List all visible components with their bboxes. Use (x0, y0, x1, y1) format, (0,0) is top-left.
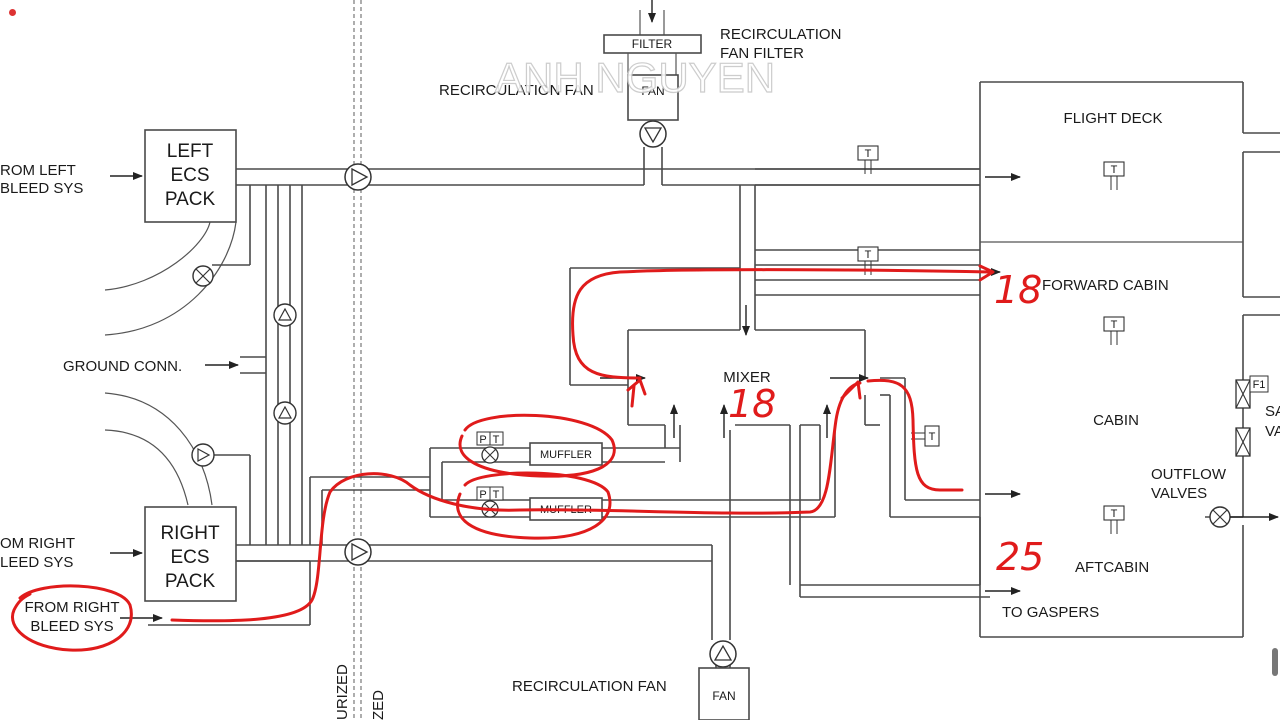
window-indicator-dot (9, 9, 16, 16)
watermark: ANH NGUYEN (495, 54, 775, 101)
red-annotations (11, 264, 995, 652)
fan-top-recirc (639, 120, 667, 148)
flow-arrowhead-forward (978, 264, 995, 282)
fan-left-bottom (344, 538, 372, 566)
annotation-aft-cabin-temp: 25 (996, 535, 1044, 579)
valve-left-pack (192, 265, 214, 287)
pt-sensor-2-p: P (479, 489, 486, 501)
temp-sensor-forward-cabin: T (1103, 316, 1125, 345)
valve-outflow (1209, 506, 1231, 528)
recirc-fan-bottom-box: FAN (698, 667, 750, 720)
flow-path-from-right-bleed (170, 381, 862, 623)
pressure-boundary (353, 0, 362, 720)
left-pack-line3: PACK (165, 189, 216, 210)
temp-sensor-aft-cabin: T (1103, 505, 1125, 534)
muffler-1: MUFFLER (529, 442, 603, 466)
recirc-fan-filter-line2: FAN FILTER (720, 45, 804, 62)
fan-top-label: FAN (641, 84, 664, 98)
cabin-outline (979, 81, 1280, 638)
svg-text:F1: F1 (1253, 379, 1266, 391)
from-right-bleed-circled-line1: FROM RIGHT (25, 599, 120, 616)
svg-text:T: T (865, 148, 872, 160)
valve-sa (1235, 379, 1251, 457)
recirc-fan-bottom-label: RECIRCULATION FAN (512, 678, 667, 695)
svg-text:T: T (1111, 319, 1118, 331)
annotation-mixer-temp: 18 (728, 382, 776, 426)
pt-sensor-2-t: T (493, 489, 500, 501)
aft-cabin-label: AFTCABIN (1075, 559, 1149, 576)
outflow-valves-line2: VALVES (1151, 485, 1207, 502)
left-pack-line1: LEFT (167, 141, 214, 162)
fan-bottom-recirc (709, 640, 737, 668)
pt-sensor-1-p: P (479, 434, 486, 446)
mixer-label: MIXER (723, 369, 771, 386)
pt-sensor-2: P T (476, 486, 504, 501)
to-gaspers-label: TO GASPERS (1002, 604, 1099, 621)
annotation-forward-cabin-temp: 18 (994, 268, 1042, 312)
check-valve-1 (273, 303, 297, 327)
temp-sensor-duct-2: T (857, 246, 879, 275)
temp-sensor-mixer-outlet: T (911, 425, 940, 447)
pt-sensor-1-t: T (493, 434, 500, 446)
from-left-bleed-line2: BLEED SYS (0, 180, 83, 197)
svg-text:T: T (929, 431, 936, 443)
from-right-bleed-top-line2: LEED SYS (0, 554, 73, 571)
duct-network (148, 147, 1244, 720)
flow-path-to-aft (866, 378, 964, 492)
circle-muffler-2 (456, 471, 612, 540)
flight-deck-label: FLIGHT DECK (1064, 110, 1163, 127)
recirc-fan-top-box: FAN (627, 74, 679, 121)
svg-text:T: T (1111, 508, 1118, 520)
from-right-bleed-circled-line2: BLEED SYS (30, 618, 113, 635)
filter-label: FILTER (632, 37, 673, 51)
left-ecs-pack: LEFT ECS PACK (144, 129, 237, 223)
from-left-bleed-line1: ROM LEFT (0, 162, 76, 179)
va-label: VA (1265, 423, 1280, 440)
recirc-fan-filter-line1: RECIRCULATION (720, 26, 841, 43)
recirc-fan-top-label: RECIRCULATION FAN (439, 82, 594, 99)
check-valve-2 (273, 401, 297, 425)
bleed-inlets (110, 172, 239, 622)
sa-label: SA (1265, 403, 1280, 420)
temp-sensor-duct-1: T (857, 145, 879, 174)
pressurized-label-1: URIZED (334, 664, 351, 720)
right-ecs-pack: RIGHT ECS PACK (144, 506, 237, 602)
svg-text:T: T (1111, 164, 1118, 176)
right-pack-line1: RIGHT (160, 523, 220, 544)
cabin-label: CABIN (1093, 412, 1139, 429)
pt-sensor-1: P T (476, 431, 504, 446)
check-valve-3 (191, 443, 215, 467)
right-pack-line2: ECS (170, 547, 209, 568)
vertical-scrollbar-thumb[interactable] (1272, 648, 1278, 676)
flow-arrows (600, 173, 1279, 595)
f1-label-box: F1 (1249, 375, 1269, 393)
from-right-bleed-top-line1: OM RIGHT (0, 535, 75, 552)
flow-arrowhead-mixer-in (626, 378, 647, 408)
fan-left-top (344, 163, 372, 191)
outflow-valves-line1: OUTFLOW (1151, 466, 1227, 483)
flow-arrowhead-mixer (840, 380, 862, 400)
ground-conn-label: GROUND CONN. (63, 358, 182, 375)
muffler-1-label: MUFFLER (540, 449, 592, 461)
fan-bottom-label: FAN (712, 689, 735, 703)
flow-path-to-forward (571, 268, 992, 380)
pressurized-label-2: ZED (370, 690, 387, 720)
circle-muffler-1 (458, 413, 616, 478)
circle-from-right-bleed (11, 584, 133, 652)
svg-text:T: T (865, 249, 872, 261)
forward-cabin-label: FORWARD CABIN (1042, 277, 1169, 294)
left-pack-line2: ECS (170, 165, 209, 186)
right-pack-line3: PACK (165, 571, 216, 592)
bleed-duct-arcs (104, 221, 237, 506)
valve-muffler-1 (481, 446, 499, 464)
temp-sensor-flight-deck: T (1103, 161, 1125, 190)
recirc-filter: FILTER (603, 0, 702, 75)
